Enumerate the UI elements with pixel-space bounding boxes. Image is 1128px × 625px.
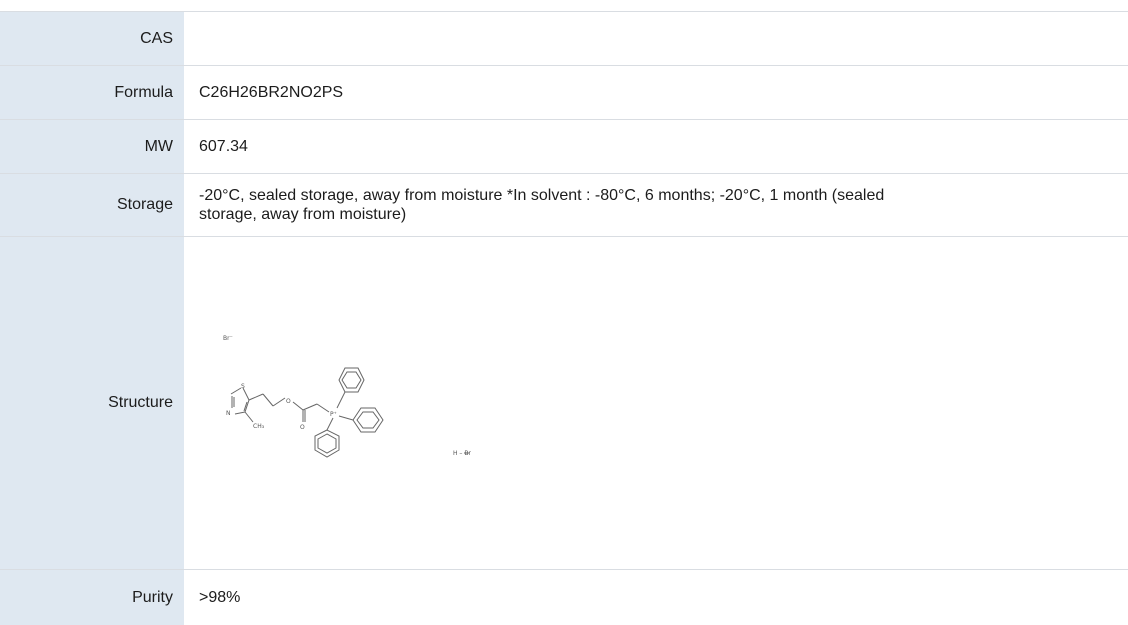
atom-o-ester: O [286, 398, 291, 405]
mw-value: 607.34 [184, 120, 1128, 174]
formula-label: Formula [0, 66, 184, 120]
structure-image: Br⁻ S N CH₃ O O P⁺ H – Br [213, 308, 543, 498]
structure-bonds [231, 368, 469, 457]
row-mw: MW 607.34 [0, 120, 1128, 174]
atom-o-carbonyl: O [300, 424, 305, 431]
structure-cell: Br⁻ S N CH₃ O O P⁺ H – Br [184, 237, 1128, 570]
storage-cell: -20°C, sealed storage, away from moistur… [184, 174, 1128, 237]
storage-value: -20°C, sealed storage, away from moistur… [199, 186, 899, 224]
atom-n: N [226, 410, 231, 417]
cas-label: CAS [0, 12, 184, 66]
mw-label: MW [0, 120, 184, 174]
chemical-structure-drawing: Br⁻ S N CH₃ O O P⁺ H – Br [213, 308, 543, 498]
atom-ch3: CH₃ [253, 423, 265, 430]
cas-value [184, 12, 1128, 66]
row-storage: Storage -20°C, sealed storage, away from… [0, 174, 1128, 237]
row-cas: CAS [0, 12, 1128, 66]
row-structure: Structure [0, 237, 1128, 570]
atom-hbr: H – Br [453, 450, 471, 457]
atom-br-ion: Br⁻ [223, 335, 233, 342]
row-purity: Purity >98% [0, 570, 1128, 625]
spec-table: CAS Formula C26H26BR2NO2PS MW 607.34 Sto… [0, 11, 1128, 625]
purity-value: >98% [184, 570, 1128, 625]
structure-label: Structure [0, 237, 184, 570]
atom-p: P⁺ [330, 411, 337, 418]
atom-s: S [241, 383, 245, 390]
formula-value: C26H26BR2NO2PS [184, 66, 1128, 120]
purity-label: Purity [0, 570, 184, 625]
storage-label: Storage [0, 174, 184, 237]
row-formula: Formula C26H26BR2NO2PS [0, 66, 1128, 120]
